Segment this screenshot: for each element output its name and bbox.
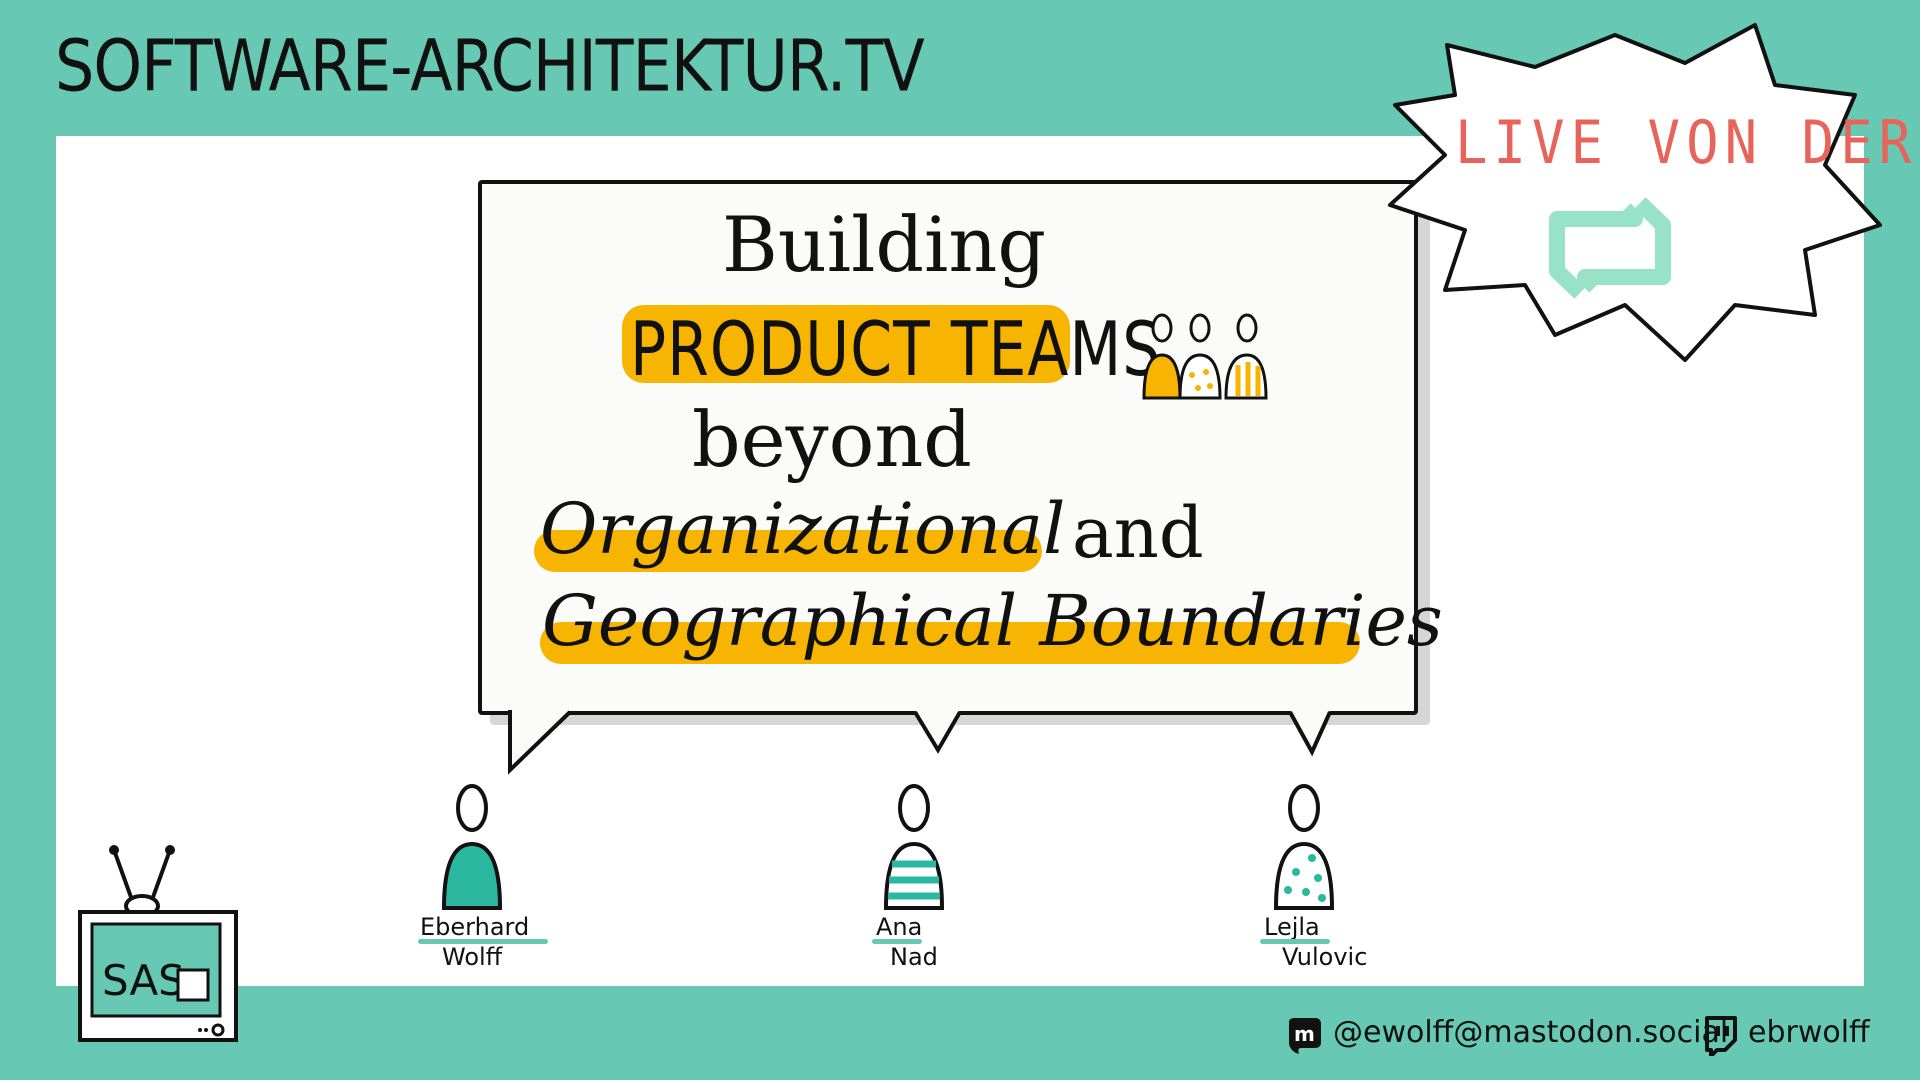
svg-text:SAS: SAS <box>102 956 185 1005</box>
speaker-figure-lejla <box>1273 784 1335 910</box>
name-underline <box>872 939 922 944</box>
team-icon <box>1142 313 1268 400</box>
talk-title-line4-rest: and <box>1072 492 1204 574</box>
name-underline <box>1260 939 1330 944</box>
site-title: SOFTWARE-ARCHITEKTUR.TV <box>55 24 925 108</box>
speech-bubble-tails <box>508 710 1332 775</box>
mastodon-handle[interactable]: @ewolff@mastodon.social <box>1333 1015 1729 1050</box>
live-badge <box>1388 23 1882 362</box>
talk-title-line1: Building <box>722 200 1046 289</box>
highlight-geographical-boundaries <box>540 622 1360 664</box>
speaker-name-first: Lejla <box>1264 913 1320 941</box>
talk-title-line5: Geographical Boundaries <box>542 580 1443 662</box>
speaker-name-last: Nad <box>890 943 938 971</box>
speaker-name-first: Ana <box>876 913 923 941</box>
svg-text:m: m <box>1294 1022 1315 1046</box>
speaker-name-first: Eberhard <box>420 913 530 941</box>
speaker-name-last: Wolff <box>442 943 503 971</box>
talk-title-line4-highlight: Organizational <box>540 488 1066 570</box>
highlight-product-teams <box>622 305 1070 383</box>
conference-logo-icon <box>1549 197 1671 299</box>
twitch-handle[interactable]: ebrwolff <box>1748 1015 1870 1050</box>
highlight-organizational <box>534 530 1042 572</box>
speaker-figure-eberhard <box>441 784 503 910</box>
name-underline <box>418 939 548 944</box>
talk-title-line2: PRODUCT TEAMS <box>630 306 1162 394</box>
speaker-figure-ana <box>883 784 945 910</box>
talk-title-line3: beyond <box>692 395 972 484</box>
speaker-name-last: Vulovic <box>1282 943 1368 971</box>
sas-tv-logo-icon: SAS <box>78 845 238 1042</box>
twitch-icon <box>1705 1016 1737 1056</box>
mastodon-icon: m <box>1289 1018 1321 1054</box>
badge-text: LIVE VON DER <box>1455 108 1918 178</box>
